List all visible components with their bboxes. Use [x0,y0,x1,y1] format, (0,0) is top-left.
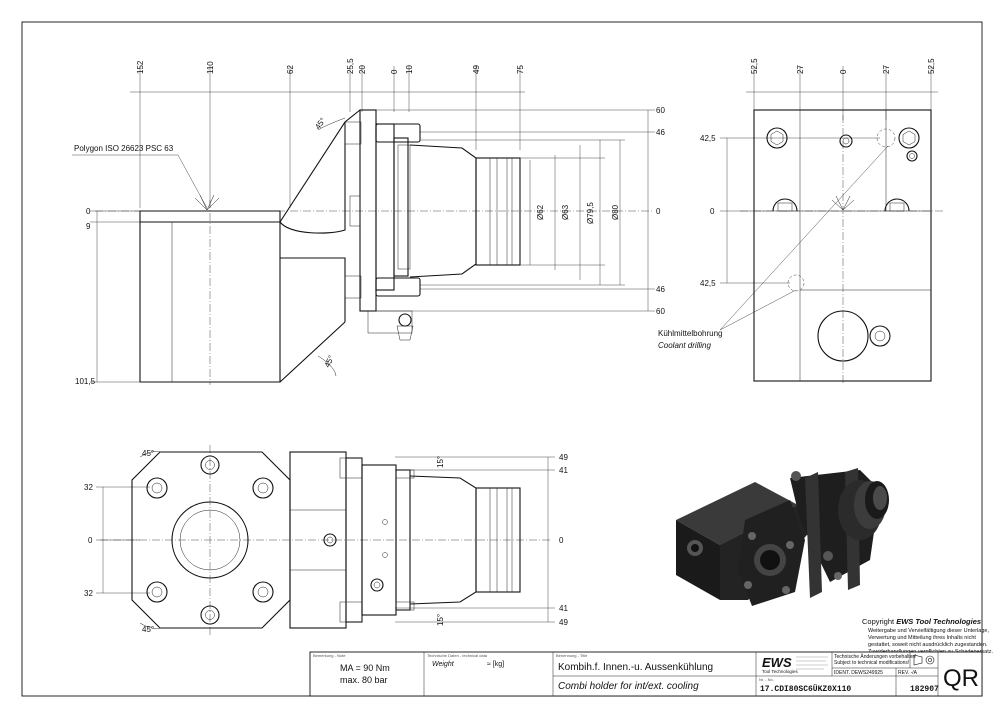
top-angle-bl: 45° [142,625,154,634]
dim-right-60-top: 60 [656,106,665,115]
dim-top-75: 75 [516,65,525,74]
top-view: 32 0 32 49 41 0 41 49 45° 45° 15° 15° [84,445,568,635]
top-angle-br: 15° [436,614,445,626]
angle-top: 45° [313,116,327,131]
dim-top-10: 10 [405,65,414,74]
dim-top-49: 49 [472,65,481,74]
dim-dia-63: Ø63 [561,204,570,220]
address-lines [796,656,828,670]
weight-unit: ≈ [kg] [487,661,504,668]
ews-logo: EWS [762,655,792,670]
copyright-note: Copyright EWS Tool Technologies Weiterga… [862,617,994,655]
copyright-prefix: Copyright [862,617,896,626]
dim-top-20: 20 [358,65,367,74]
coolant-label-en: Coolant drilling [658,341,711,350]
remark-header: Bemerkung - Note [313,653,346,658]
iso-render [676,468,889,606]
dim-left-0: 0 [86,207,91,216]
dim-top-0: 0 [390,69,399,74]
ews-logo-sub: Tool Technologies [762,669,798,674]
tech-header: Technische Daten - technical data [427,653,488,658]
dim-right-0: 0 [656,207,661,216]
ident-number: IDENT. DEWS249925 [834,670,883,676]
revision: REV. -/A [898,670,918,676]
title-en: Combi holder for int/ext. cooling [558,681,699,692]
changes-en: Subject to technical modifications! [834,660,909,666]
name-header: Benennung - Title [556,653,588,658]
side-dim-0: 0 [839,69,848,74]
top-dim-49-bottom: 49 [559,618,568,627]
side-dim-52-5-right: 52,5 [927,58,936,74]
id-number: 182907 [910,685,939,694]
dim-top-152: 152 [136,60,145,74]
title-block: Bemerkung - Note MA = 90 Nm max. 80 bar … [309,651,983,697]
top-angle-tl: 45° [142,449,154,458]
nr-header: Nr. - No. [759,677,774,682]
part-number: 17.CDI80SC6ÜKZ0X110 [760,685,851,694]
top-dim-0-right: 0 [559,536,564,545]
title-de: Kombih.f. Innen.-u. Aussenkühlung [558,662,713,673]
dim-right-46-top: 46 [656,128,665,137]
side-dim-27-left: 27 [796,65,805,74]
copyright-brand: EWS Tool Technologies [896,617,981,626]
copyright-line-2: Verwertung und Mitteilung ihres Inhalts … [868,635,976,641]
angle-bottom: 45° [323,354,336,369]
weight-label: Weight [432,661,455,668]
dim-dia-79-5: Ø79,5 [586,202,595,224]
copyright-line-3: gestattet, soweit nicht ausdrücklich zug… [868,642,988,648]
top-dim-49-top: 49 [559,453,568,462]
top-angle-tr: 15° [436,456,445,468]
qr-label: QR [943,665,979,692]
coolant-label-de: Kühlmittelbohrung [658,329,722,338]
max-bar-value: max. 80 bar [340,675,388,685]
dim-top-62: 62 [286,65,295,74]
dim-dia-62: Ø62 [536,204,545,220]
ma-value: MA = 90 Nm [340,663,390,673]
top-dim-41-top: 41 [559,466,568,475]
dim-top-25-5: 25,5 [346,58,355,74]
changes-de: Technische Änderungen vorbehalten! [834,653,917,660]
side-dim-42-5-top: 42,5 [700,134,716,143]
dim-left-9: 9 [86,222,91,231]
side-view: 52,5 27 0 27 52,5 42,5 0 42,5 Kühlmittel… [658,58,945,385]
side-dim-0-left: 0 [710,207,715,216]
polygon-label: Polygon ISO 26623 PSC 63 [74,144,174,153]
copyright-line-1: Weitergabe und Vervielfältigung dieser U… [868,628,989,634]
dim-dia-80: Ø80 [611,204,620,220]
dim-right-60-bottom: 60 [656,307,665,316]
top-dim-41-bottom: 41 [559,604,568,613]
side-dim-42-5-bottom: 42,5 [700,279,716,288]
projection-symbol [913,654,935,666]
side-dim-52-5-left: 52,5 [750,58,759,74]
side-dim-27-right: 27 [882,65,891,74]
dim-top-110: 110 [206,61,215,74]
top-dim-0: 0 [88,536,93,545]
svg-text:Copyright EWS Tool Technologie: Copyright EWS Tool Technologies [862,617,981,626]
front-view: 152 110 62 25,5 20 0 10 49 75 60 46 0 46… [72,58,665,386]
top-dim-32-bottom: 32 [84,589,93,598]
dim-left-101-5: 101,5 [75,377,96,386]
dim-right-46-bottom: 46 [656,285,665,294]
top-dim-32-top: 32 [84,483,93,492]
